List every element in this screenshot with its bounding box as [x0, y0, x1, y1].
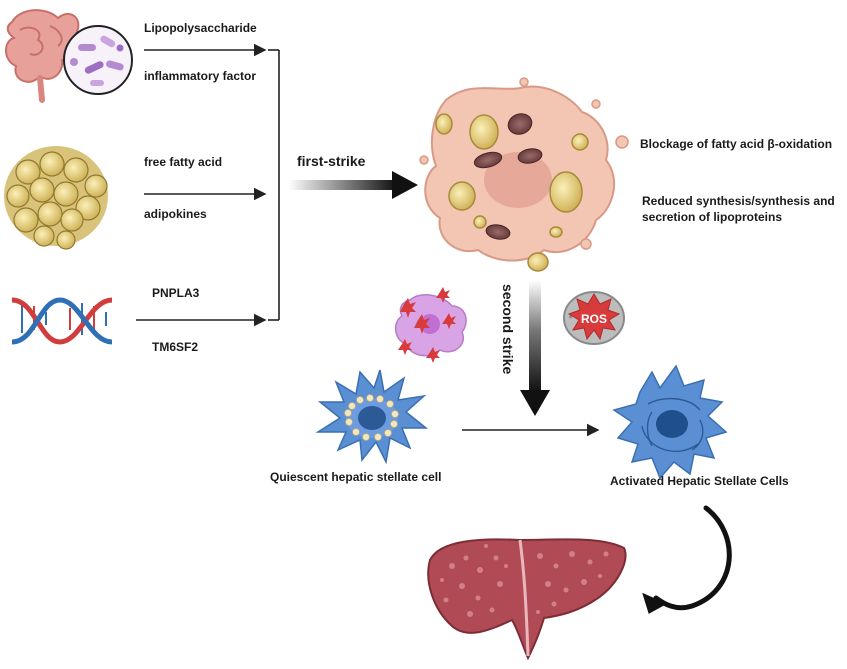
fibrosis-curved-arrow	[642, 505, 732, 614]
input-connector-lines	[136, 43, 280, 327]
macrophage-icon	[394, 287, 467, 363]
input-label-inflammatory-factor: inflammatory factor	[144, 69, 257, 83]
activated-stellate-cell-icon	[612, 364, 728, 480]
second-strike-arrow	[520, 280, 550, 416]
second-strike-label: second strike	[500, 284, 516, 375]
adipose-tissue-icon	[4, 146, 108, 250]
input-label-pnpla3: PNPLA3	[152, 286, 200, 300]
activated-cell-label: Activated Hepatic Stellate Cells	[610, 474, 789, 488]
first-strike-label: first-strike	[297, 153, 366, 169]
steatotic-hepatocyte-icon	[419, 77, 629, 272]
intestine-icon	[5, 9, 82, 103]
dna-helix-icon	[11, 297, 113, 345]
effect-lipoprotein-secretion: Reduced synthesis/synthesis and secretio…	[642, 194, 835, 224]
fibrotic-liver-icon	[427, 538, 627, 661]
input-label-free-fatty-acid: free fatty acid	[144, 155, 223, 169]
mitochondrion-ros-icon	[563, 291, 625, 345]
quiescent-cell-label: Quiescent hepatic stellate cell	[270, 470, 442, 484]
input-label-tm6sf2: TM6SF2	[152, 340, 199, 354]
quiescent-stellate-cell-icon	[315, 369, 429, 465]
ros-label: ROS	[581, 312, 607, 326]
first-strike-arrow	[288, 171, 418, 199]
input-label-adipokines: adipokines	[144, 207, 207, 221]
bacteria-icon	[63, 25, 133, 95]
input-label-lipopolysaccharide: Lipopolysaccharide	[144, 21, 257, 35]
effect-beta-oxidation: Blockage of fatty acid β-oxidation	[640, 137, 833, 151]
